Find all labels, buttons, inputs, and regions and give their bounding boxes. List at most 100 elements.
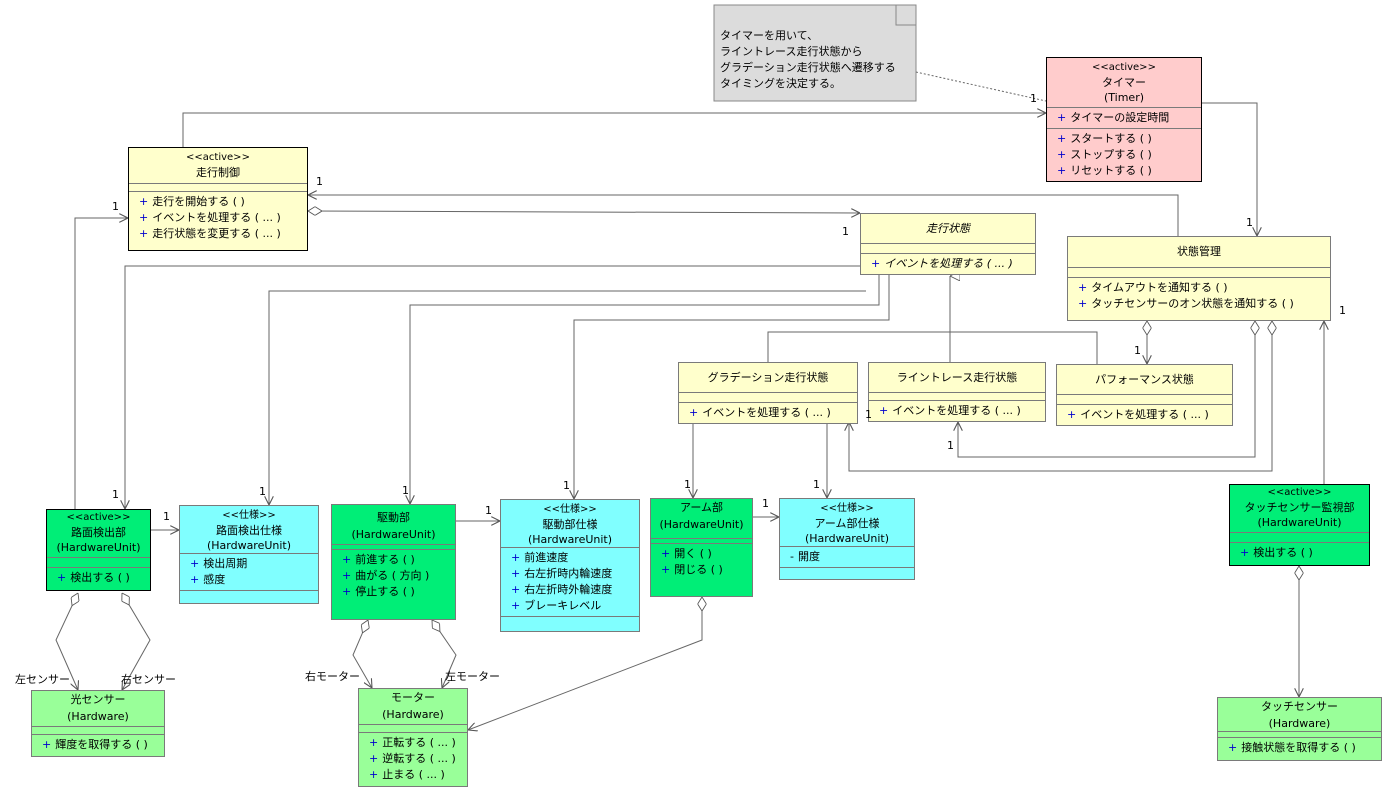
attributes: +前進速度 +右左折時内輪速度 +右左折時外輪速度 +ブレーキレベル bbox=[501, 548, 639, 617]
class-arm-unit[interactable]: アーム部 (HardwareUnit) +開く ( ) +閉じる ( ) bbox=[650, 498, 753, 597]
class-header: 走行状態 bbox=[861, 214, 1035, 244]
operations: +イベントを処理する ( ... ) bbox=[869, 401, 1045, 421]
operations: +検出する ( ) bbox=[47, 568, 150, 588]
multiplicity: 1 bbox=[259, 485, 266, 498]
operation: +リセットする ( ) bbox=[1057, 164, 1152, 177]
class-header: <<active>> 走行制御 bbox=[129, 148, 307, 184]
stereotype: <<仕様>> bbox=[820, 503, 874, 514]
attributes: +検出周期 +感度 bbox=[180, 554, 318, 591]
role-left-sensor: 左センサー bbox=[15, 673, 70, 686]
attributes bbox=[651, 539, 752, 544]
class-name: 駆動部 bbox=[377, 511, 410, 524]
multiplicity: 1 bbox=[402, 484, 409, 497]
class-name: 光センサー bbox=[70, 693, 126, 706]
operations: +正転する ( ... ) +逆転する ( ... ) +止まる ( ... ) bbox=[359, 733, 467, 785]
class-arm-spec[interactable]: <<仕様>> アーム部仕様 (HardwareUnit) -開度 bbox=[779, 498, 915, 580]
class-header: 駆動部 (HardwareUnit) bbox=[332, 505, 455, 545]
operation: +閉じる ( ) bbox=[661, 563, 723, 576]
class-gradation-state[interactable]: グラデーション走行状態 +イベントを処理する ( ... ) bbox=[678, 362, 858, 424]
class-motor[interactable]: モーター (Hardware) +正転する ( ... ) +逆転する ( ..… bbox=[358, 688, 468, 787]
class-subname: (HardwareUnit) bbox=[804, 532, 890, 545]
multiplicity: 1 bbox=[112, 200, 119, 213]
class-header: <<仕様>> 路面検出仕様 (HardwareUnit) bbox=[180, 506, 318, 554]
class-header: グラデーション走行状態 bbox=[679, 363, 857, 393]
operation: +走行状態を変更する ( ... ) bbox=[139, 227, 281, 240]
operation: +スタートする ( ) bbox=[1057, 132, 1152, 145]
class-name: ライントレース走行状態 bbox=[896, 371, 1018, 384]
class-subname: (HardwareUnit) bbox=[56, 541, 141, 554]
multiplicity: 1 bbox=[316, 175, 323, 188]
class-name: 路面検出仕様 bbox=[216, 524, 282, 537]
class-touch-monitor[interactable]: <<active>> タッチセンサー監視部 (HardwareUnit) +検出… bbox=[1229, 484, 1370, 566]
operation: +輝度を取得する ( ) bbox=[42, 738, 148, 751]
role-left-motor: 左モーター bbox=[445, 670, 500, 683]
class-header: <<active>> タッチセンサー監視部 (HardwareUnit) bbox=[1230, 485, 1369, 533]
operation: +タッチセンサーのオン状態を通知する ( ) bbox=[1078, 297, 1294, 310]
operation: +止まる ( ... ) bbox=[369, 768, 445, 781]
class-header: タッチセンサー (Hardware) bbox=[1218, 698, 1381, 732]
note-line: ライントレース走行状態から bbox=[720, 45, 863, 58]
attribute: +ブレーキレベル bbox=[511, 599, 602, 612]
operations bbox=[180, 591, 318, 595]
operation: +検出する ( ) bbox=[57, 571, 130, 584]
attributes bbox=[861, 244, 1035, 254]
operation: +ストップする ( ) bbox=[1057, 148, 1152, 161]
operations: +タイムアウトを通知する ( ) +タッチセンサーのオン状態を通知する ( ) bbox=[1068, 278, 1330, 314]
class-performance-state[interactable]: パフォーマンス状態 +イベントを処理する ( ... ) bbox=[1056, 364, 1233, 426]
class-drive-spec[interactable]: <<仕様>> 駆動部仕様 (HardwareUnit) +前進速度 +右左折時内… bbox=[500, 499, 640, 632]
attribute: +右左折時外輪速度 bbox=[511, 583, 613, 596]
class-subname: (Hardware) bbox=[382, 708, 444, 721]
class-subname: (Hardware) bbox=[1268, 717, 1331, 730]
note-text: タイマーを用いて、 ライントレース走行状態から グラデーション走行状態へ遷移する… bbox=[720, 28, 896, 92]
class-drive-unit[interactable]: 駆動部 (HardwareUnit) +前進する ( ) +曲がる ( 方向 )… bbox=[331, 504, 456, 620]
multiplicity: 1 bbox=[163, 510, 170, 523]
attribute: +タイマーの設定時間 bbox=[1057, 111, 1170, 124]
class-timer[interactable]: <<active>> タイマー (Timer) +タイマーの設定時間 +スタート… bbox=[1046, 57, 1202, 182]
class-road-detector[interactable]: <<active>> 路面検出部 (HardwareUnit) +検出する ( … bbox=[46, 509, 151, 591]
class-name: アーム部仕様 bbox=[814, 517, 880, 530]
operation: +イベントを処理する ( ... ) bbox=[871, 257, 1013, 270]
multiplicity: 1 bbox=[1339, 304, 1346, 317]
role-right-motor: 右モーター bbox=[305, 670, 360, 683]
multiplicity: 1 bbox=[842, 225, 849, 238]
operation: +正転する ( ... ) bbox=[369, 736, 456, 749]
class-subname: (HardwareUnit) bbox=[659, 518, 744, 531]
class-linetrace-state[interactable]: ライントレース走行状態 +イベントを処理する ( ... ) bbox=[868, 362, 1046, 422]
class-drive-state[interactable]: 走行状態 +イベントを処理する ( ... ) bbox=[860, 213, 1036, 275]
class-header: <<仕様>> 駆動部仕様 (HardwareUnit) bbox=[501, 500, 639, 548]
class-touch-sensor[interactable]: タッチセンサー (Hardware) +接触状態を取得する ( ) bbox=[1217, 697, 1382, 761]
attributes bbox=[869, 393, 1045, 401]
operation: +停止する ( ) bbox=[342, 585, 415, 598]
operations: +開く ( ) +閉じる ( ) bbox=[651, 544, 752, 580]
multiplicity: 1 bbox=[813, 478, 820, 491]
class-subname: (HardwareUnit) bbox=[1257, 516, 1342, 529]
class-header: 状態管理 bbox=[1068, 237, 1330, 268]
class-name: 走行制御 bbox=[196, 166, 240, 179]
operation: +検出する ( ) bbox=[1240, 546, 1313, 559]
operations: +走行を開始する ( ) +イベントを処理する ( ... ) +走行状態を変更… bbox=[129, 192, 307, 244]
attributes bbox=[1057, 395, 1232, 405]
stereotype: <<active>> bbox=[66, 512, 131, 523]
attributes bbox=[47, 558, 150, 568]
class-header: <<active>> 路面検出部 (HardwareUnit) bbox=[47, 510, 150, 558]
class-light-sensor[interactable]: 光センサー (Hardware) +輝度を取得する ( ) bbox=[31, 690, 165, 757]
stereotype: <<active>> bbox=[1092, 62, 1156, 73]
class-subname: (Hardware) bbox=[67, 710, 129, 723]
attribute: +感度 bbox=[190, 573, 226, 586]
operations: +検出する ( ) bbox=[1230, 543, 1369, 563]
class-drive-control[interactable]: <<active>> 走行制御 +走行を開始する ( ) +イベントを処理する … bbox=[128, 147, 308, 251]
attributes bbox=[1230, 533, 1369, 543]
operations: +スタートする ( ) +ストップする ( ) +リセットする ( ) bbox=[1047, 129, 1201, 181]
operations: +前進する ( ) +曲がる ( 方向 ) +停止する ( ) bbox=[332, 550, 455, 602]
class-subname: (Timer) bbox=[1103, 91, 1145, 104]
operations bbox=[501, 617, 639, 621]
class-name: グラデーション走行状態 bbox=[707, 371, 829, 384]
class-name: モーター bbox=[391, 691, 435, 704]
class-header: パフォーマンス状態 bbox=[1057, 365, 1232, 395]
class-state-manager[interactable]: 状態管理 +タイムアウトを通知する ( ) +タッチセンサーのオン状態を通知する… bbox=[1067, 236, 1331, 321]
role-right-sensor: 右センサー bbox=[121, 673, 176, 686]
class-road-spec[interactable]: <<仕様>> 路面検出仕様 (HardwareUnit) +検出周期 +感度 bbox=[179, 505, 319, 604]
attributes bbox=[129, 184, 307, 192]
multiplicity: 1 bbox=[865, 408, 872, 421]
